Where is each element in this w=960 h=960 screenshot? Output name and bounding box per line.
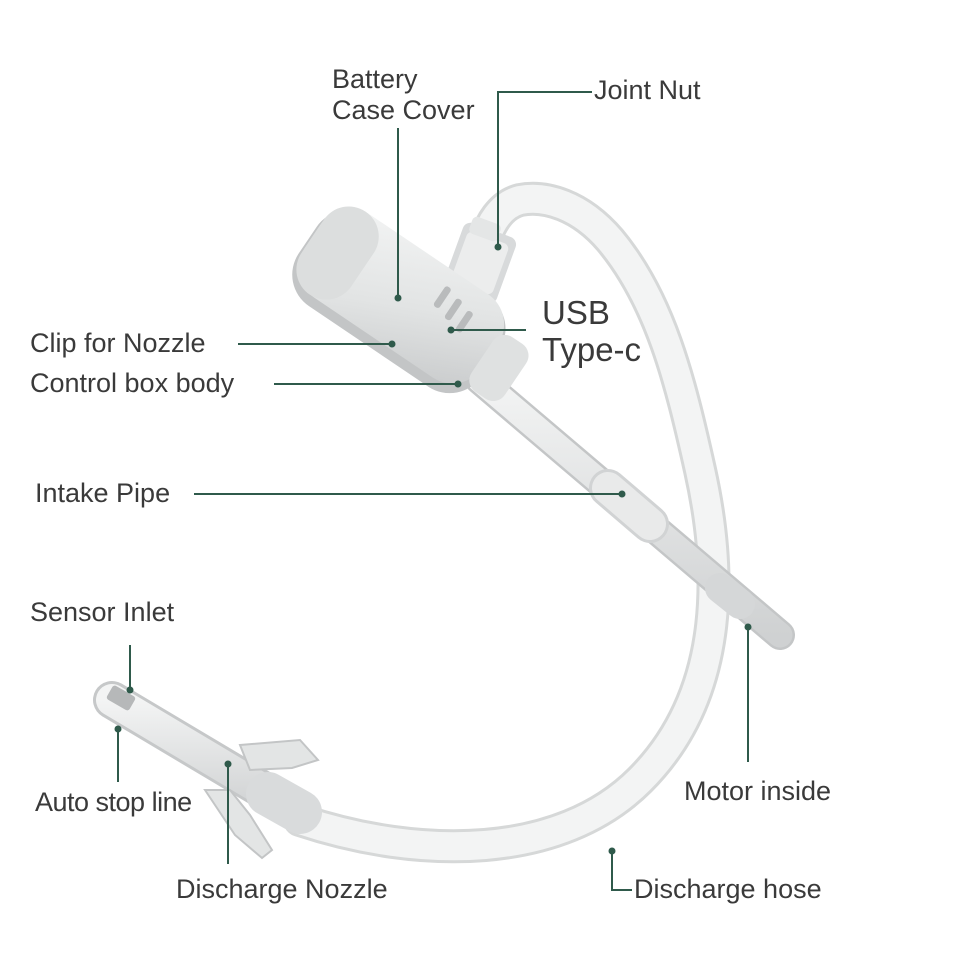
callout-dot <box>126 686 134 694</box>
intake-pipe-shape <box>465 365 795 650</box>
label-clip-for-nozzle: Clip for Nozzle <box>30 328 206 358</box>
label-battery-case-cover: Battery Case Cover <box>332 64 475 126</box>
label-control-box-body: Control box body <box>30 368 235 398</box>
label-battery-line1: Battery <box>332 64 418 94</box>
control-box-shape <box>292 206 529 402</box>
label-battery-line2: Case Cover <box>332 95 475 125</box>
label-usb-line2: Type-c <box>542 331 642 368</box>
label-discharge-nozzle: Discharge Nozzle <box>176 874 388 904</box>
label-intake-pipe: Intake Pipe <box>35 478 171 508</box>
label-motor-inside: Motor inside <box>684 776 832 806</box>
label-discharge-hose: Discharge hose <box>634 874 822 904</box>
label-usb-type-c: USB Type-c <box>542 294 641 368</box>
discharge-nozzle-shape <box>93 681 322 860</box>
label-joint-nut: Joint Nut <box>594 75 701 105</box>
callout-dot <box>224 760 232 768</box>
callout-lines <box>114 91 752 891</box>
label-sensor-inlet: Sensor Inlet <box>30 597 175 627</box>
label-auto-stop-line: Auto stop line <box>35 787 192 817</box>
callout-discharge-hose <box>611 852 632 891</box>
callout-dot <box>388 340 396 348</box>
callout-dot <box>454 380 462 388</box>
callout-dot <box>608 847 616 855</box>
callout-dot <box>394 294 402 302</box>
callout-dot <box>114 725 122 733</box>
callout-dot <box>494 243 502 251</box>
label-usb-line1: USB <box>542 294 610 331</box>
callout-dot <box>744 623 752 631</box>
callout-joint-nut <box>497 91 592 246</box>
discharge-hose-shape <box>283 181 731 864</box>
callout-dot <box>447 326 455 334</box>
callout-dot <box>618 490 626 498</box>
